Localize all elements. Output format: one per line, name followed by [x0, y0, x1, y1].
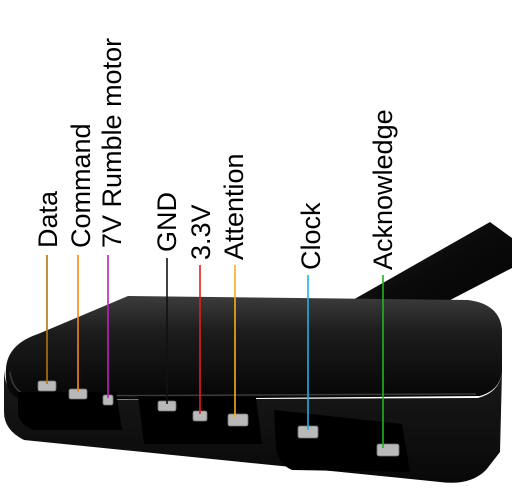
pin-label-gnd: GND	[152, 192, 182, 252]
pin-contact-attention	[227, 413, 249, 427]
pin-label-command: Command	[66, 123, 96, 248]
pin-leader-lines	[46, 255, 384, 448]
pin-label-acknowledge: Acknowledge	[368, 109, 398, 270]
socket-group-1	[18, 392, 122, 430]
pin-label-3-3v: 3.3V	[186, 204, 216, 260]
pin-contacts	[37, 380, 400, 457]
pin-contact-acknowledge	[376, 443, 400, 457]
pin-labels: Data Command 7V Rumble motor GND 3.3V At…	[33, 38, 398, 270]
pin-label-7v-rumble-motor: 7V Rumble motor	[97, 38, 127, 248]
pin-label-data: Data	[33, 190, 63, 248]
pin-label-attention: Attention	[219, 153, 249, 260]
pin-label-clock: Clock	[296, 202, 326, 270]
